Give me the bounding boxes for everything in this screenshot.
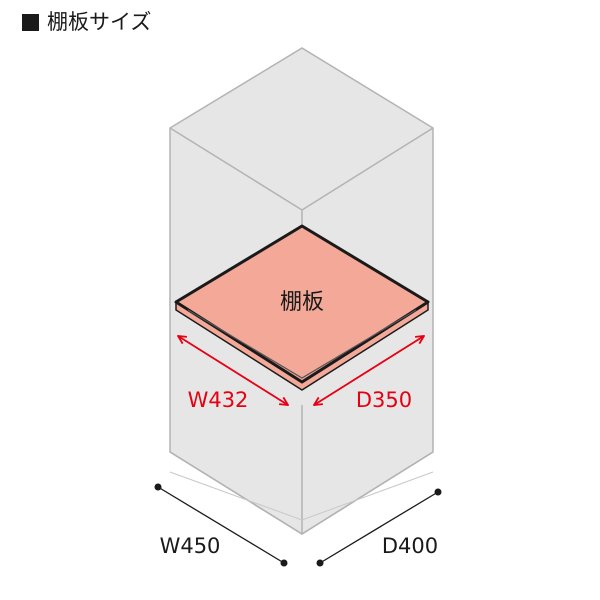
section-title: 棚板サイズ: [47, 10, 152, 34]
cabinet-width-start-dot: [154, 483, 162, 491]
cabinet-plinth-line: [169, 471, 434, 521]
cabinet-base-line: [169, 451, 434, 535]
shelf-width-label: W432: [188, 388, 249, 412]
cabinet-width-line: [157, 486, 285, 564]
cabinet-depth-end-dot: [434, 488, 442, 496]
cabinet-depth-label: D400: [382, 534, 438, 558]
shelf-depth-label: D350: [356, 388, 412, 412]
shelf-depth-arrow: [314, 336, 424, 405]
shelf-label: 棚板: [280, 290, 324, 315]
section-heading: 棚板サイズ: [22, 8, 151, 36]
cabinet-depth-start-dot: [316, 559, 324, 567]
shelf-width-arrow: [178, 336, 288, 405]
shelf-board-edge-line: [187, 309, 417, 379]
cabinet-depth-line: [319, 491, 439, 564]
square-bullet-icon: [22, 13, 39, 31]
cabinet-width-label: W450: [160, 534, 221, 558]
cabinet-width-end-dot: [280, 559, 288, 567]
